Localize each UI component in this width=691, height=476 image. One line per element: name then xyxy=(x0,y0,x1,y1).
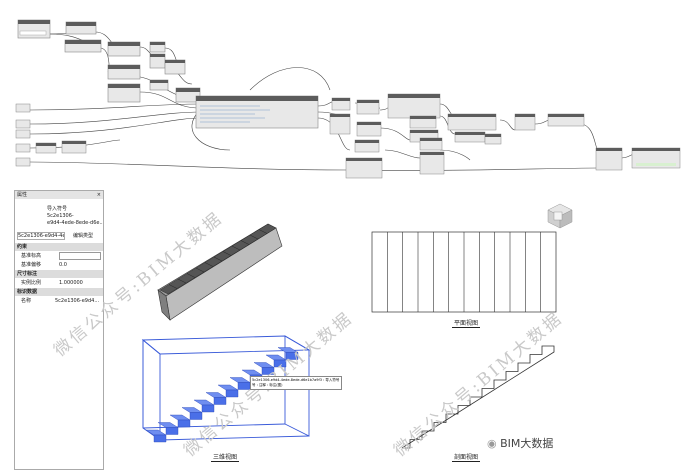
prop-row: 名称 5c2e1306-e9d4... xyxy=(15,297,103,305)
prop-value[interactable]: 1.000000 xyxy=(59,280,83,286)
dynamo-nodes xyxy=(15,19,681,179)
prop-label: 基准偏移 xyxy=(21,262,42,268)
section-dimensions[interactable]: 尺寸标注 xyxy=(15,270,103,278)
edit-type-button[interactable]: 编辑类型 xyxy=(73,233,94,239)
section-constraints[interactable]: 约束 xyxy=(15,243,103,251)
panel-title-bar: 属性 × xyxy=(15,191,103,199)
type-line-1: 5c2e1306- xyxy=(47,213,74,219)
prop-row: 基准标高 xyxy=(15,252,103,260)
blue-step-riser xyxy=(225,389,239,398)
blue-step-tread xyxy=(205,392,227,398)
view-cube-icon xyxy=(547,203,573,229)
3d-view-caption[interactable]: 三维视图 xyxy=(211,454,240,462)
blue-step-tread xyxy=(169,414,191,421)
blue-step-riser xyxy=(273,359,287,368)
tooltip-line: 5c2e1306-e9d4-4ede-8ede-d6e1b7a9f3 : 导入符… xyxy=(252,378,340,382)
wechat-icon: ◉ xyxy=(487,437,497,450)
brand-label: ◉ BIM大数据 xyxy=(487,435,553,451)
element-tooltip: 5c2e1306-e9d4-4ede-8ede-d6e1b7a9f3 : 导入符… xyxy=(250,376,342,390)
blue-step-riser xyxy=(213,397,227,405)
stair-3d-steps xyxy=(159,223,277,295)
close-icon[interactable]: × xyxy=(96,192,101,198)
panel-title: 属性 xyxy=(17,192,28,198)
prop-label: 基准标高 xyxy=(21,253,42,259)
blue-step-tread xyxy=(217,384,239,391)
blue-step-tread xyxy=(181,407,203,413)
section-view-caption[interactable]: 剖面视图 xyxy=(452,454,481,462)
prop-value[interactable] xyxy=(59,252,101,260)
brand-text: BIM大数据 xyxy=(500,437,554,450)
prop-label: 实例比例 xyxy=(21,280,42,286)
prop-label: 名称 xyxy=(21,298,32,304)
tooltip-line: 号 : 注释 : 标注(图) xyxy=(252,383,283,387)
family-name: 导入符号 xyxy=(47,206,68,212)
blue-step-riser xyxy=(285,352,299,360)
prop-row: 实例比例 1.000000 xyxy=(15,279,103,287)
type-selector-row: 5c2e1306-e9d4-4e 编辑类型 xyxy=(15,232,103,240)
blue-step-riser xyxy=(261,367,275,375)
section-identity[interactable]: 标识数据 xyxy=(15,288,103,296)
prop-value[interactable]: 0.0 xyxy=(59,262,67,268)
blue-step-riser xyxy=(201,404,215,413)
blue-step-tread xyxy=(193,399,215,406)
blue-step-tread xyxy=(157,422,179,428)
blue-step-riser xyxy=(177,419,191,428)
section-view-profile xyxy=(401,345,555,449)
selected-stair-steps xyxy=(145,347,299,443)
properties-panel: 属性 × 导入符号 5c2e1306- e9d4-4ede-8ede-d6e..… xyxy=(14,190,104,470)
type-preview: 导入符号 5c2e1306- e9d4-4ede-8ede-d6e... xyxy=(15,203,103,229)
blue-step-riser xyxy=(189,412,203,420)
type-selector[interactable]: 5c2e1306-e9d4-4e xyxy=(17,232,65,240)
blue-step-riser xyxy=(153,434,167,443)
plan-view-tread-lines xyxy=(387,232,541,312)
blue-step-riser xyxy=(165,427,179,435)
type-line-2: e9d4-4ede-8ede-d6e... xyxy=(47,220,103,226)
prop-value[interactable]: 5c2e1306-e9d4... xyxy=(55,298,100,304)
prop-row: 基准偏移 0.0 xyxy=(15,261,103,269)
dark-step xyxy=(258,223,277,234)
plan-view-caption[interactable]: 平面视图 xyxy=(452,320,481,328)
